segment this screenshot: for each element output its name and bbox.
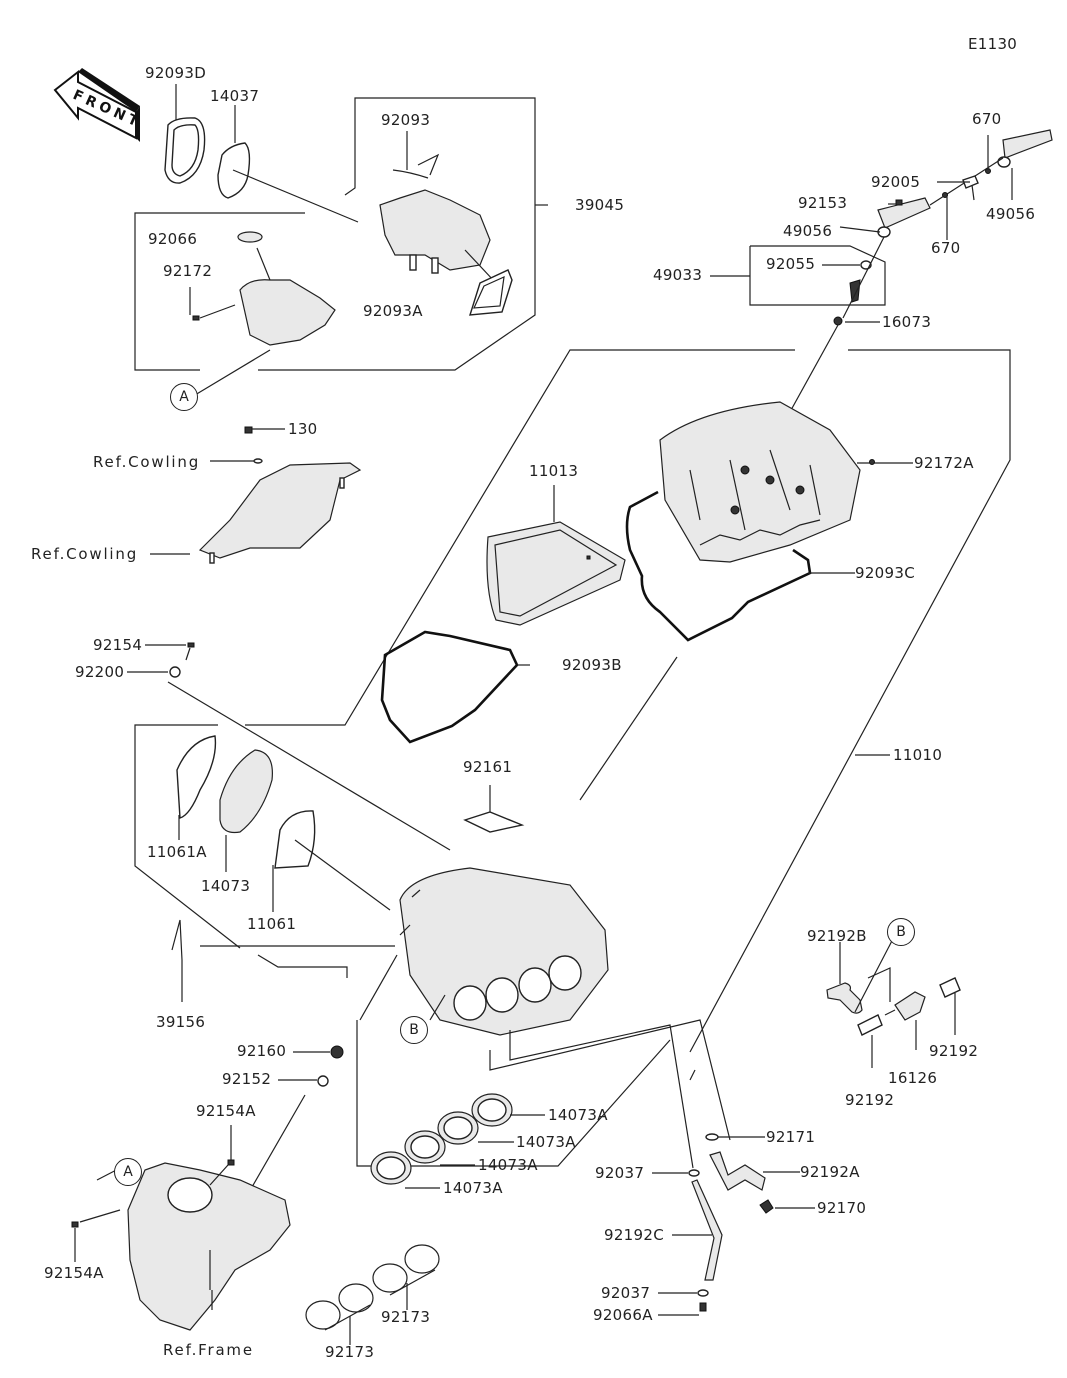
label-49056-right: 49056 bbox=[986, 205, 1036, 223]
bracket-11010 bbox=[134, 349, 1011, 1053]
label-49056-left: 49056 bbox=[783, 222, 833, 240]
part-92093B bbox=[380, 630, 519, 744]
part-92154 bbox=[127, 642, 451, 851]
label-39156: 39156 bbox=[156, 1013, 206, 1031]
part-92093D bbox=[164, 84, 206, 184]
label-92200: 92200 bbox=[75, 663, 125, 681]
label-92192-right: 92192 bbox=[929, 1042, 979, 1060]
callout-B-right: B bbox=[887, 918, 915, 946]
callout-A-top: A bbox=[170, 383, 198, 411]
part-frame-ref bbox=[71, 1125, 291, 1331]
label-11061A: 11061A bbox=[147, 843, 207, 861]
label-92154A-bottom: 92154A bbox=[44, 1264, 104, 1282]
part-11061A bbox=[176, 735, 217, 840]
label-14073A-2: 14073A bbox=[516, 1133, 576, 1151]
label-92153: 92153 bbox=[798, 194, 848, 212]
label-92152: 92152 bbox=[222, 1070, 272, 1088]
label-14073A-4: 14073A bbox=[443, 1179, 503, 1197]
part-14073A-rings bbox=[370, 1093, 545, 1189]
label-92192B: 92192B bbox=[807, 927, 867, 945]
bracket-49033 bbox=[749, 245, 886, 306]
label-92192C: 92192C bbox=[604, 1226, 664, 1244]
part-39045-duct bbox=[379, 189, 496, 283]
part-39156 bbox=[171, 919, 671, 1167]
label-49033: 49033 bbox=[653, 266, 703, 284]
label-92037-bottom: 92037 bbox=[601, 1284, 651, 1302]
part-11061 bbox=[272, 810, 391, 912]
label-670-top: 670 bbox=[972, 110, 1002, 128]
label-92172: 92172 bbox=[163, 262, 213, 280]
part-lower-hoses bbox=[652, 1133, 815, 1316]
label-92192-left: 92192 bbox=[845, 1091, 895, 1109]
label-16073: 16073 bbox=[882, 313, 932, 331]
label-ref-cowling-upper: Ref.Cowling bbox=[93, 453, 201, 471]
label-11010: 11010 bbox=[893, 746, 943, 764]
label-11061: 11061 bbox=[247, 915, 297, 933]
front-arrow-icon: FRONT bbox=[53, 68, 144, 142]
label-16126: 16126 bbox=[888, 1069, 938, 1087]
label-130: 130 bbox=[288, 420, 318, 438]
part-92093C bbox=[625, 490, 812, 642]
label-92161: 92161 bbox=[463, 758, 513, 776]
part-92066 bbox=[237, 231, 271, 281]
part-ram-air-bracket bbox=[150, 426, 362, 564]
label-92093D: 92093D bbox=[145, 64, 207, 82]
label-92173-right: 92173 bbox=[381, 1308, 431, 1326]
part-39045-duct-left bbox=[189, 279, 336, 346]
label-92160: 92160 bbox=[237, 1042, 287, 1060]
label-670-bottom: 670 bbox=[931, 239, 961, 257]
part-11013 bbox=[486, 485, 626, 626]
label-92170: 92170 bbox=[817, 1199, 867, 1217]
label-39045: 39045 bbox=[575, 196, 625, 214]
part-92161 bbox=[463, 811, 525, 833]
label-92154A-top: 92154A bbox=[196, 1102, 256, 1120]
label-92005: 92005 bbox=[871, 173, 921, 191]
label-14037: 14037 bbox=[210, 87, 260, 105]
label-92093A: 92093A bbox=[363, 302, 423, 320]
part-11010-airbox bbox=[359, 867, 731, 1169]
label-14073A-1: 14073A bbox=[548, 1106, 608, 1124]
label-92173-left: 92173 bbox=[325, 1343, 375, 1361]
part-14037 bbox=[217, 105, 359, 223]
part-92093 bbox=[392, 131, 440, 179]
label-92037-top: 92037 bbox=[595, 1164, 645, 1182]
label-ref-cowling-lower: Ref.Cowling bbox=[31, 545, 139, 563]
label-ref-frame: Ref.Frame bbox=[163, 1341, 254, 1359]
label-92066A: 92066A bbox=[593, 1306, 653, 1324]
part-fuel-rail bbox=[779, 129, 1053, 431]
part-92173-clamps bbox=[305, 1244, 440, 1345]
part-upper-housing bbox=[659, 401, 861, 563]
label-92171: 92171 bbox=[766, 1128, 816, 1146]
label-11013: 11013 bbox=[529, 462, 579, 480]
label-92093C: 92093C bbox=[855, 564, 915, 582]
label-92093: 92093 bbox=[381, 111, 431, 129]
bracket-39045 bbox=[134, 97, 548, 371]
label-92192A: 92192A bbox=[800, 1163, 860, 1181]
callout-A-bottom: A bbox=[114, 1158, 142, 1186]
label-92172A: 92172A bbox=[914, 454, 974, 472]
part-14073 bbox=[219, 749, 273, 872]
label-92066: 92066 bbox=[148, 230, 198, 248]
label-14073: 14073 bbox=[201, 877, 251, 895]
part-16126-valve-group bbox=[826, 934, 961, 1068]
callout-B-left: B bbox=[400, 1016, 428, 1044]
label-92055: 92055 bbox=[766, 255, 816, 273]
diagram-code: E1130 bbox=[968, 35, 1018, 53]
label-14073A-3: 14073A bbox=[478, 1156, 538, 1174]
label-92093B: 92093B bbox=[562, 656, 622, 674]
part-92093A bbox=[469, 269, 513, 316]
label-92154: 92154 bbox=[93, 636, 143, 654]
